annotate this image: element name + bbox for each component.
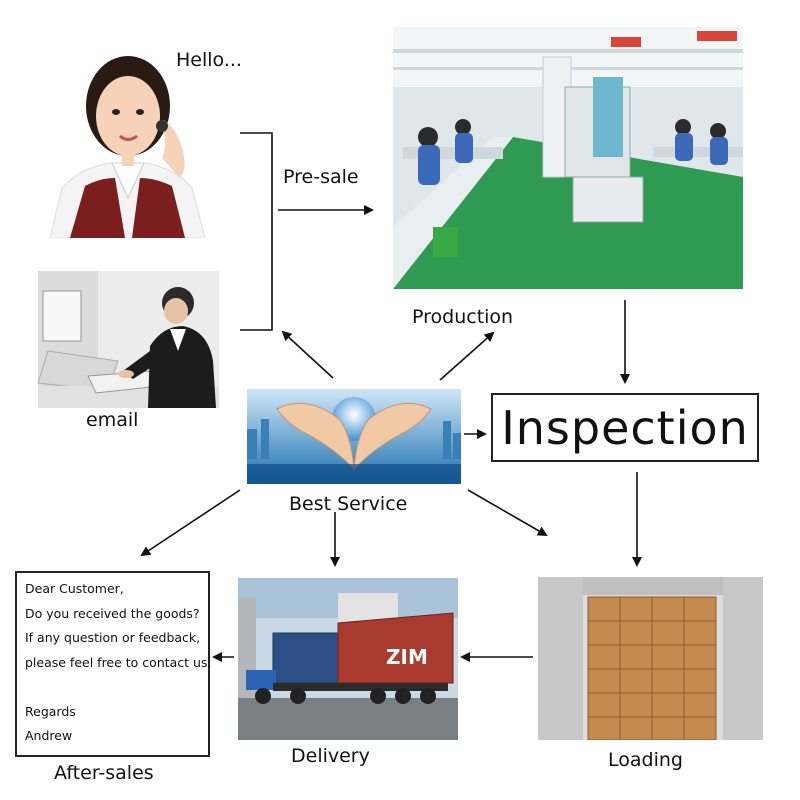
factory-photo (393, 27, 743, 289)
delivery-label: Delivery (291, 745, 370, 767)
service-to-aftersales-arrow (140, 489, 241, 557)
service-to-email-arrow (281, 330, 334, 379)
letter-line: Do you received the goods? (25, 605, 200, 621)
presale-bracket (240, 132, 273, 331)
inspection-box: Inspection (491, 393, 759, 462)
truck-photo: ZIM (238, 578, 458, 740)
letter-line: Andrew (25, 728, 73, 743)
letter-line: Regards (25, 703, 76, 719)
best-service-photo (247, 389, 461, 484)
letter-line: Dear Customer, (25, 581, 124, 596)
letter-line: please feel free to contact us. (25, 654, 212, 670)
production-label: Production (412, 306, 514, 328)
service-to-production-arrow (439, 331, 495, 381)
office-worker-photo (38, 271, 219, 408)
after-sales-label: After-sales (54, 762, 154, 784)
letter-line (25, 675, 200, 700)
best-service-label: Best Service (289, 493, 408, 515)
inspection-label: Inspection (501, 400, 749, 455)
email-label: email (86, 409, 139, 431)
presale-label: Pre-sale (283, 166, 359, 188)
greeting-label: Hello... (176, 49, 242, 71)
loading-photo (538, 577, 763, 740)
after-sales-letter: Dear Customer, Do you received the goods… (15, 571, 212, 757)
letter-line: If any question or feedback, (25, 630, 201, 645)
service-to-loading-arrow (467, 489, 548, 536)
operator-photo (40, 28, 215, 238)
loading-label: Loading (608, 749, 683, 771)
container-logo: ZIM (386, 645, 428, 669)
